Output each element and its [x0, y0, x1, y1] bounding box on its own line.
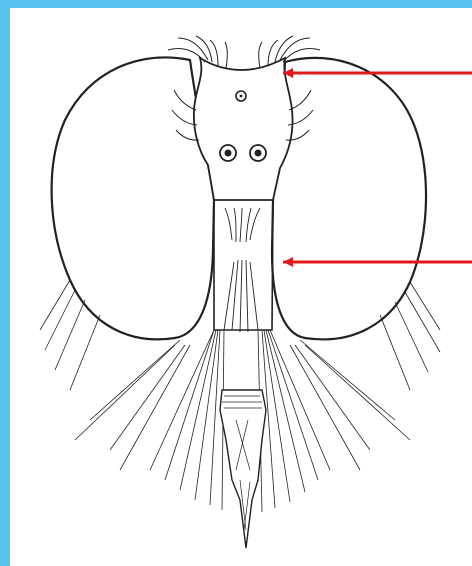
right-compound-eye [272, 58, 426, 340]
frons-strip [214, 200, 273, 330]
left-compound-eye [52, 58, 214, 340]
proboscis [220, 390, 266, 548]
facial-bristles [224, 208, 260, 332]
right-antenna-base [255, 150, 262, 157]
left-antenna-base [225, 150, 232, 157]
median-ocellus-dot [240, 95, 243, 98]
